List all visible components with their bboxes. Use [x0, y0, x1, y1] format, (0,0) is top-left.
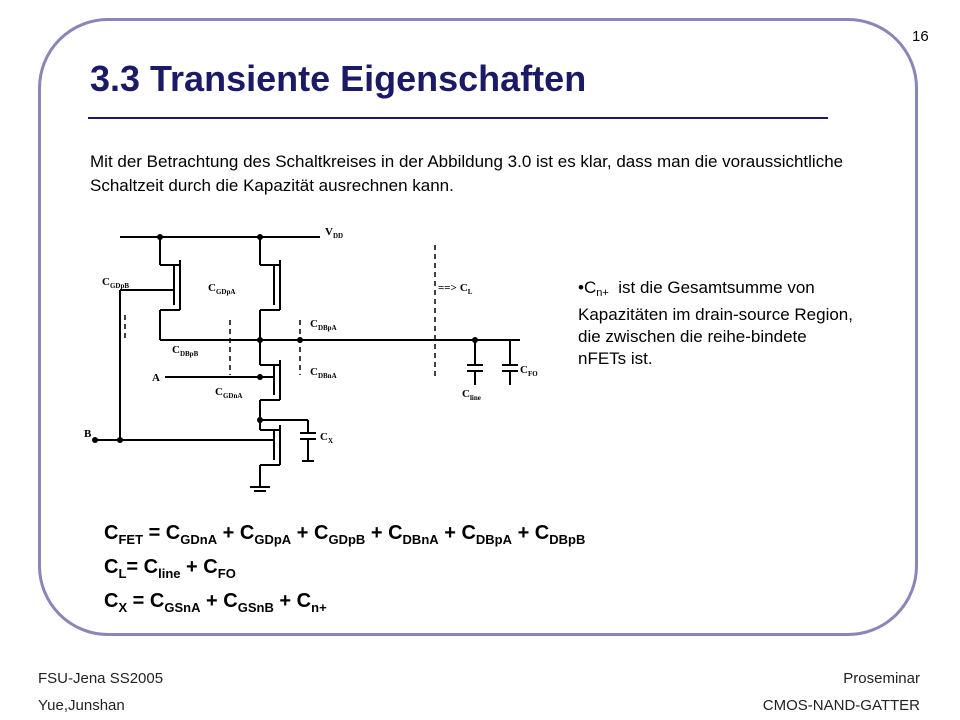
label-cgdna: CGDnA [215, 386, 242, 400]
label-cgdpb: CGDpB [102, 276, 129, 290]
label-vdd: VDD [325, 226, 343, 240]
label-cdbpb: CDBpB [172, 344, 199, 358]
intro-paragraph: Mit der Betrachtung des Schaltkreises in… [90, 152, 844, 195]
slide-title: 3.3 Transiente Eigenschaften [90, 58, 587, 99]
bullet: • [578, 278, 584, 297]
footer-seminar: Proseminar [843, 670, 920, 687]
footer-course: FSU-Jena SS2005 [38, 670, 164, 687]
label-cdbpa: CDBpA [310, 318, 337, 332]
label-cl: ==>CL [438, 282, 473, 296]
label-cline: Cline [462, 388, 481, 402]
title-divider [88, 117, 828, 119]
label-cgdpa: CGDpA [208, 282, 235, 296]
label-cx: CX [320, 431, 333, 445]
slide-frame [38, 18, 918, 636]
footer-topic: CMOS-NAND-GATTER [762, 697, 920, 714]
label-input-b: B [84, 428, 92, 440]
label-cdbna: CDBnA [310, 366, 337, 380]
note-text: ist die Gesamtsumme von Kapazitäten im d… [578, 278, 853, 368]
equation-cl: CL= Cline + CFO [104, 556, 236, 581]
equation-cfet: CFET = CGDnA + CGDpA + CGDpB + CDBnA + C… [104, 522, 586, 547]
note-symbol: C [583, 278, 597, 297]
footer-author: Yue,Junshan [38, 697, 125, 714]
cn-plus-note: •Cn+ ist die Gesamtsumme von Kapazitäten… [578, 277, 858, 370]
label-input-a: A [152, 372, 160, 384]
label-cfo: CFO [520, 364, 538, 378]
note-symbol-sub: n+ [596, 287, 609, 299]
equation-cx: CX = CGSnA + CGSnB + Cn+ [104, 590, 327, 615]
nand-gate-circuit-diagram: VDD CGDpB CGDpA CDBpA CDBpB CDBnA CGDnA … [84, 226, 538, 492]
page-number: 16 [912, 28, 929, 45]
